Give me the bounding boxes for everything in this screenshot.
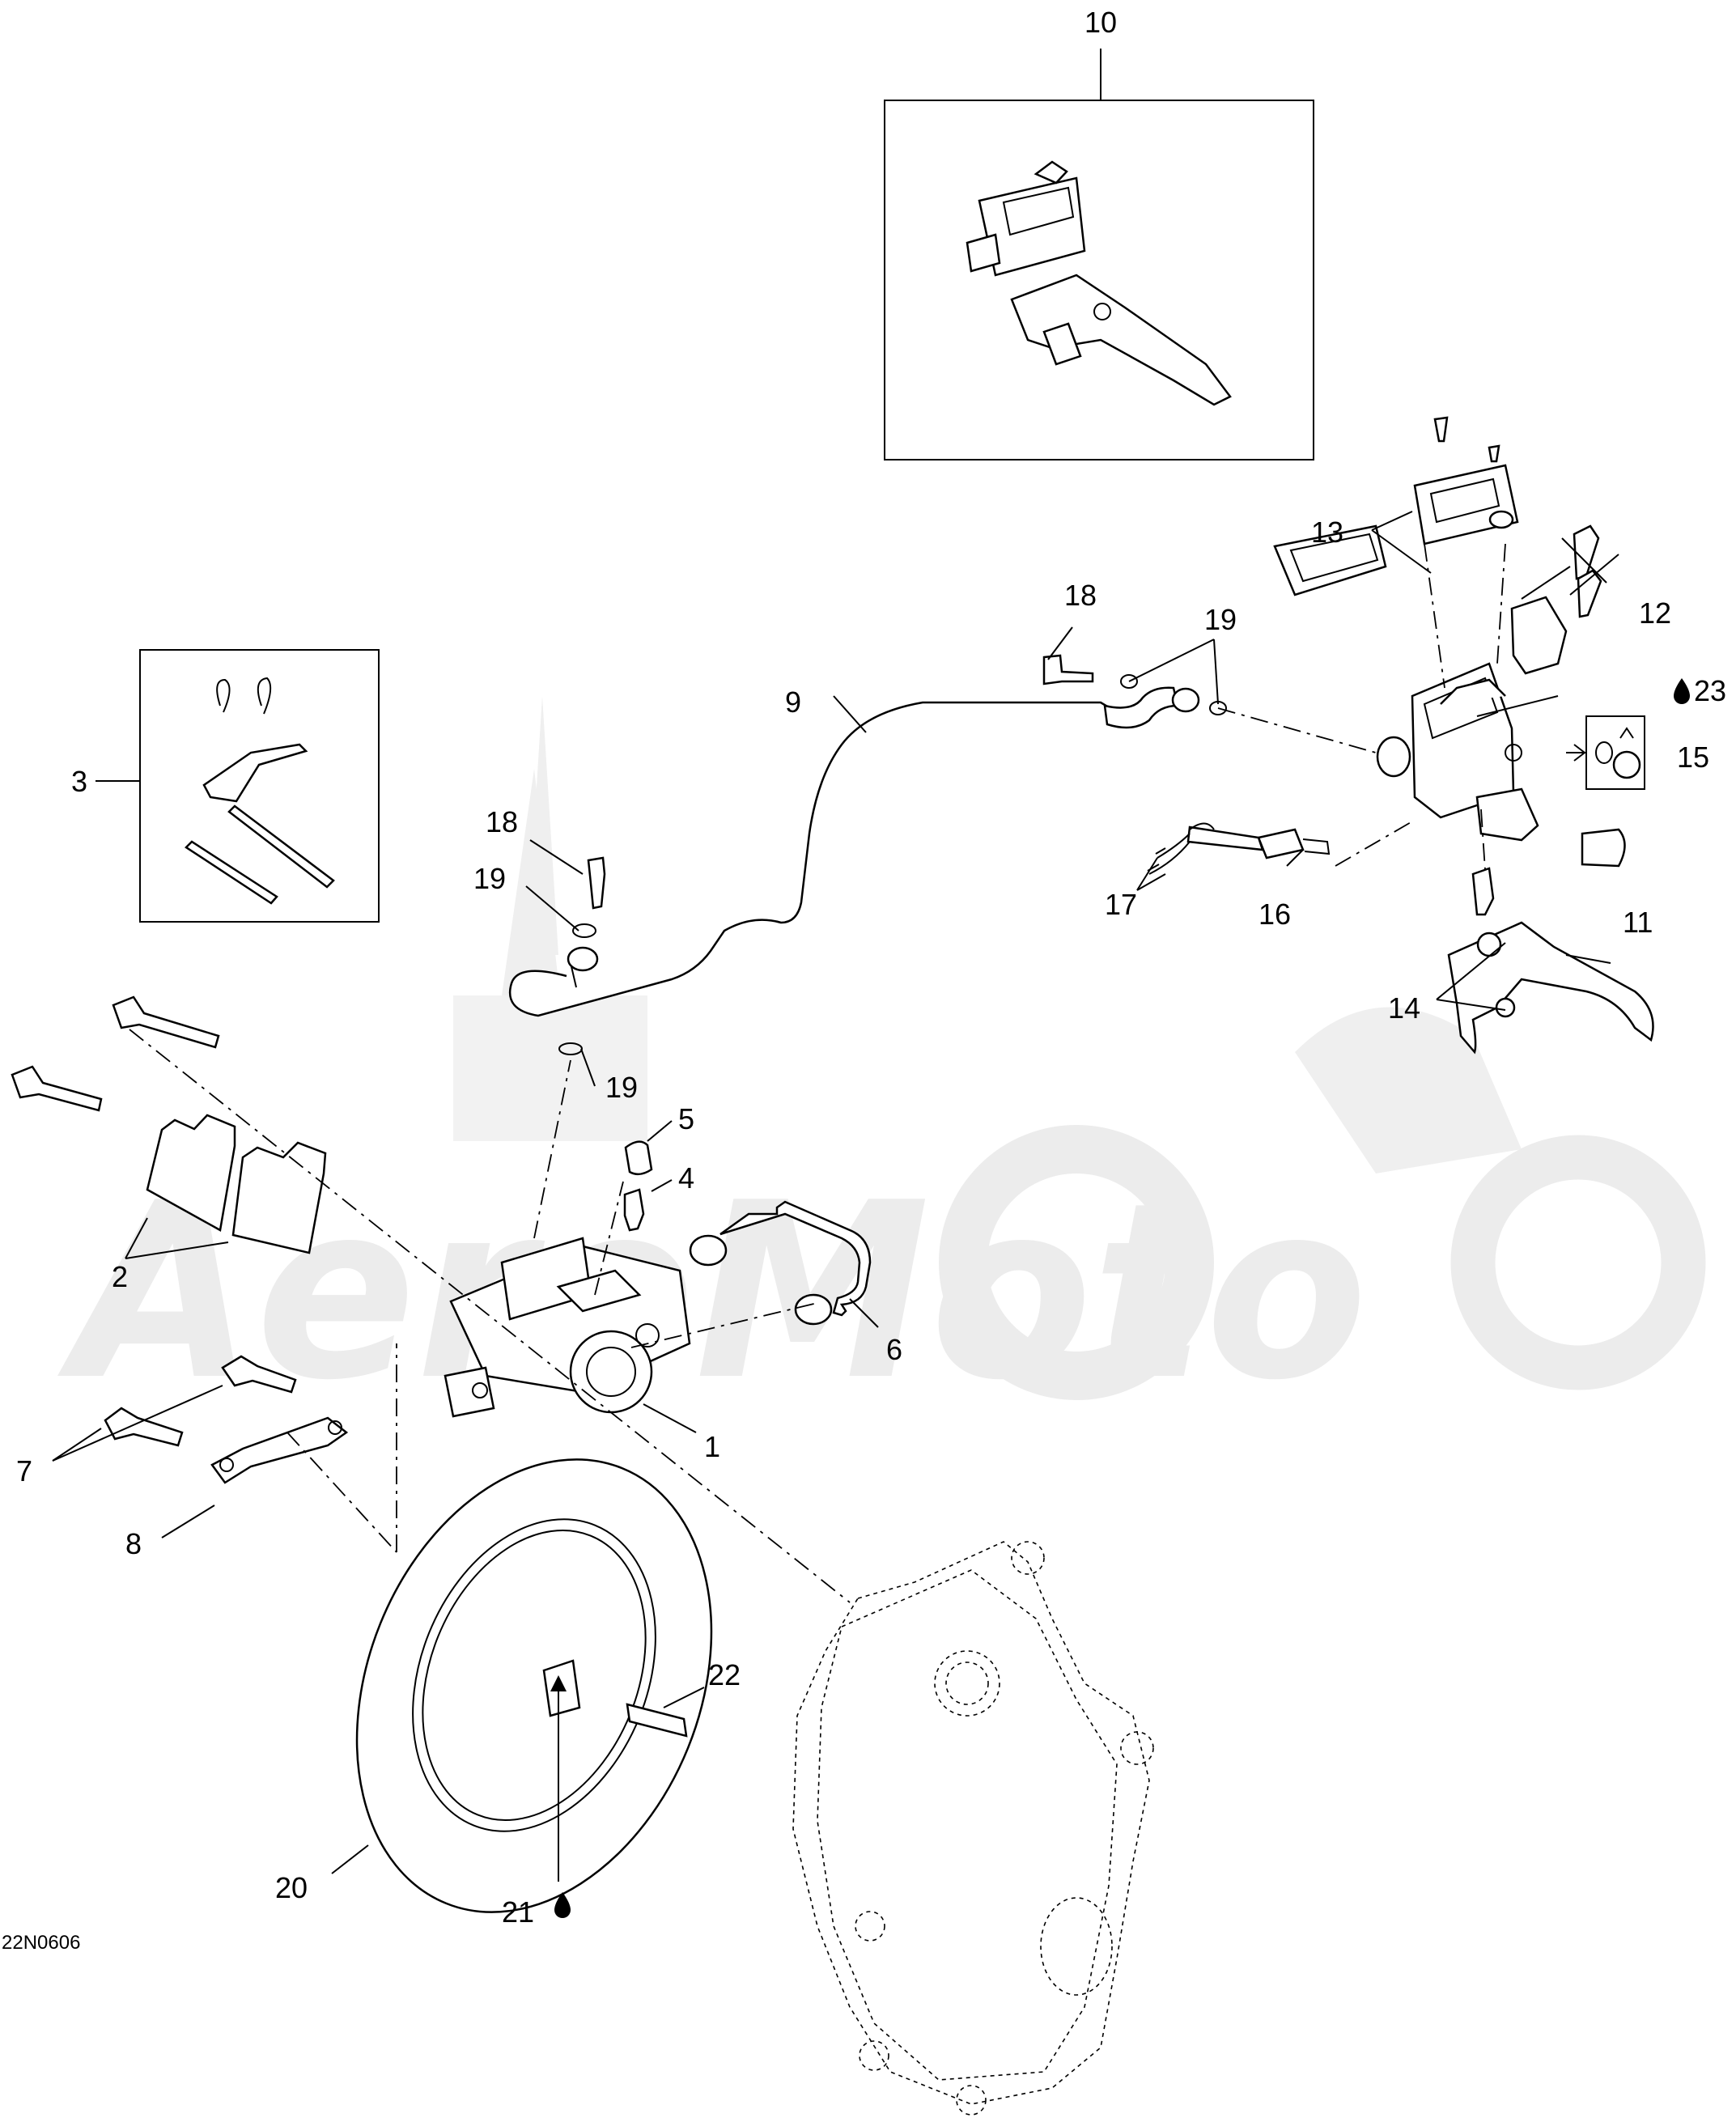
part-7-bolts <box>104 1355 297 1447</box>
callout-21: 21 <box>502 1895 534 1929</box>
callout-16: 16 <box>1258 898 1291 931</box>
diagram-code: 22N0606 <box>2 1932 80 1954</box>
caliper-mounting-bolts <box>11 995 220 1112</box>
callout-13: 13 <box>1311 516 1343 549</box>
part-16-brake-switch <box>1186 822 1331 859</box>
callout-15: 15 <box>1677 741 1709 774</box>
callout-14: 14 <box>1388 991 1420 1025</box>
callout-19-a: 19 <box>473 862 506 895</box>
chaincase-housing <box>792 1541 1154 2116</box>
callout-18-lower: 18 <box>486 805 518 838</box>
part-10-master-cylinder-assembly <box>884 49 1314 460</box>
part-8-bracket <box>210 1416 349 1484</box>
callout-11: 11 <box>1623 906 1653 939</box>
part-18-banjo-bolt-upper <box>1042 654 1227 715</box>
callout-20: 20 <box>275 1871 308 1904</box>
part-1-brake-caliper <box>444 1237 691 1418</box>
callout-18-upper: 18 <box>1064 579 1097 612</box>
part-4-bleeder <box>623 1188 645 1232</box>
master-cylinder-body <box>1376 662 1539 842</box>
oil-drop-icon <box>1674 678 1690 704</box>
callout-12: 12 <box>1639 596 1671 630</box>
part-17-wire-terminals <box>1147 833 1191 875</box>
part-12-clamp-bolts <box>1510 524 1602 675</box>
dust-boot <box>1581 828 1626 868</box>
callout-9: 9 <box>785 685 801 719</box>
part-11-brake-lever <box>1447 867 1654 1055</box>
assembly-centerlines <box>129 543 1506 1603</box>
part-6-crossover-line <box>689 1200 872 1326</box>
part-2-brake-pads <box>146 1114 327 1254</box>
callout-17: 17 <box>1105 888 1137 921</box>
callout-5: 5 <box>678 1102 694 1135</box>
callout-19-upper: 19 <box>1204 603 1237 636</box>
callout-8: 8 <box>125 1527 142 1560</box>
part-9-brake-line <box>508 686 1179 1017</box>
part-15-sight-glass <box>1566 715 1645 790</box>
part-13-reservoir-cover-gasket <box>1273 416 1519 596</box>
callout-2: 2 <box>112 1260 128 1293</box>
leader-lines <box>52 511 1619 1882</box>
oil-drop-icon <box>554 1892 571 1918</box>
part-5-cap <box>624 1140 653 1176</box>
part-20-brake-disc <box>355 1458 713 1913</box>
callout-4: 4 <box>678 1161 694 1195</box>
callout-6: 6 <box>886 1333 902 1366</box>
part-18-banjo-bolt-lower <box>558 856 606 1055</box>
callout-numbers: 10 13 12 18 19 9 23 15 3 18 19 16 17 11 … <box>2 6 1726 1954</box>
callout-10: 10 <box>1084 6 1117 39</box>
callout-1: 1 <box>704 1430 720 1463</box>
part-22-key <box>626 1703 688 1738</box>
callout-7: 7 <box>16 1454 32 1488</box>
part-3-hardware-kit <box>96 649 380 923</box>
callout-19-b: 19 <box>605 1071 638 1104</box>
callout-22: 22 <box>708 1658 741 1691</box>
callout-23: 23 <box>1694 674 1726 707</box>
arrow-right-icon <box>1566 744 1586 762</box>
callout-3: 3 <box>71 765 87 798</box>
